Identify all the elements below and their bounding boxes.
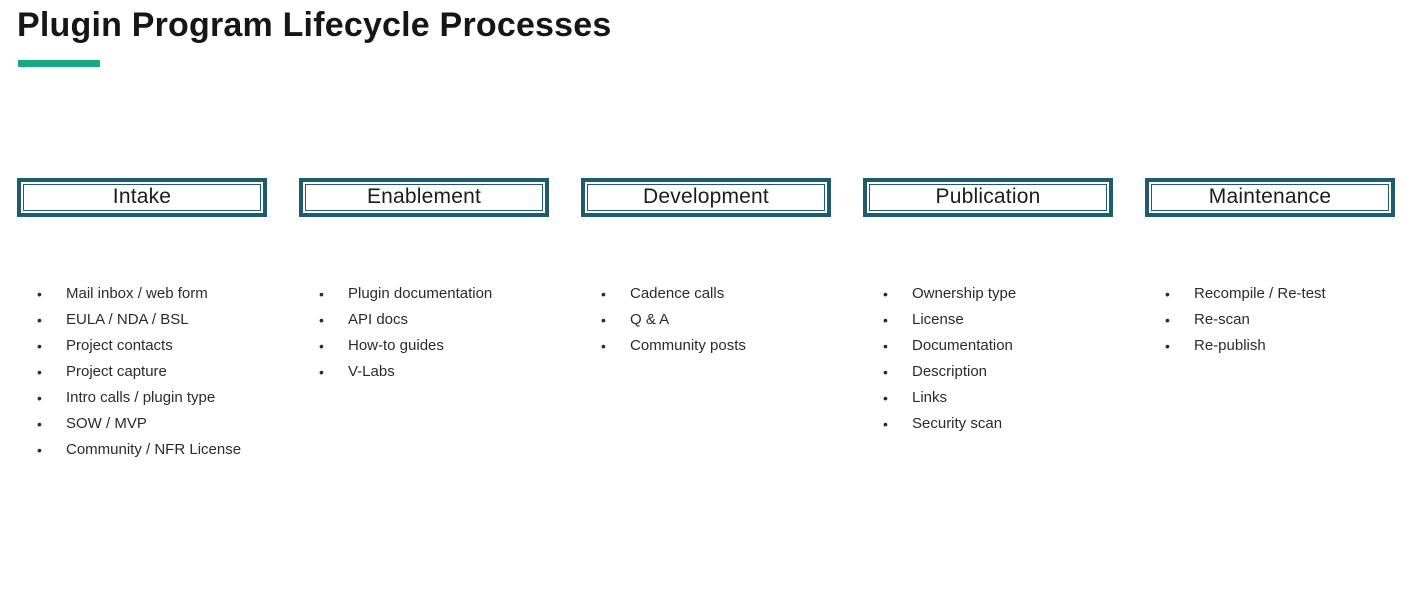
list-item: Project contacts (17, 333, 267, 359)
list-item: API docs (299, 307, 549, 333)
list-item: How-to guides (299, 333, 549, 359)
stage-item-list-publication: Ownership typeLicenseDocumentationDescri… (863, 281, 1113, 437)
list-item: Mail inbox / web form (17, 281, 267, 307)
stage-column-enablement: Enablement Plugin documentationAPI docsH… (299, 178, 549, 463)
list-item: Q & A (581, 307, 831, 333)
stage-item-list-development: Cadence callsQ & ACommunity posts (581, 281, 831, 359)
list-item: Documentation (863, 333, 1113, 359)
stage-header-box-intake: Intake (17, 178, 267, 217)
stage-item-list-enablement: Plugin documentationAPI docsHow-to guide… (299, 281, 549, 385)
stage-label-maintenance: Maintenance (1208, 184, 1332, 208)
list-item: Ownership type (863, 281, 1113, 307)
stage-header-box-maintenance: Maintenance (1145, 178, 1395, 217)
stage-column-development: Development Cadence callsQ & ACommunity … (581, 178, 831, 463)
list-item: SOW / MVP (17, 411, 267, 437)
list-item: Project capture (17, 359, 267, 385)
list-item: License (863, 307, 1113, 333)
list-item: Re-scan (1145, 307, 1395, 333)
stage-column-intake: Intake Mail inbox / web formEULA / NDA /… (17, 178, 267, 463)
stage-header-box-enablement: Enablement (299, 178, 549, 217)
page-title: Plugin Program Lifecycle Processes (17, 6, 612, 44)
stage-item-list-intake: Mail inbox / web formEULA / NDA / BSLPro… (17, 281, 267, 463)
list-item: Description (863, 359, 1113, 385)
list-item: Intro calls / plugin type (17, 385, 267, 411)
stage-label-enablement: Enablement (366, 184, 482, 208)
list-item: Security scan (863, 411, 1113, 437)
stage-item-list-maintenance: Recompile / Re-testRe-scanRe-publish (1145, 281, 1395, 359)
stage-header-box-publication: Publication (863, 178, 1113, 217)
list-item: Community / NFR License (17, 437, 267, 463)
list-item: Community posts (581, 333, 831, 359)
list-item: Links (863, 385, 1113, 411)
stage-label-development: Development (643, 184, 769, 208)
stage-column-publication: Publication Ownership typeLicenseDocumen… (863, 178, 1113, 463)
stage-header-box-development: Development (581, 178, 831, 217)
title-accent-bar (18, 60, 100, 67)
list-item: Recompile / Re-test (1145, 281, 1395, 307)
stage-label-publication: Publication (935, 184, 1041, 208)
stage-label-intake: Intake (112, 184, 172, 208)
stage-column-maintenance: Maintenance Recompile / Re-testRe-scanRe… (1145, 178, 1395, 463)
list-item: Re-publish (1145, 333, 1395, 359)
list-item: V-Labs (299, 359, 549, 385)
stage-columns: Intake Mail inbox / web formEULA / NDA /… (17, 178, 1395, 463)
list-item: EULA / NDA / BSL (17, 307, 267, 333)
list-item: Cadence calls (581, 281, 831, 307)
list-item: Plugin documentation (299, 281, 549, 307)
